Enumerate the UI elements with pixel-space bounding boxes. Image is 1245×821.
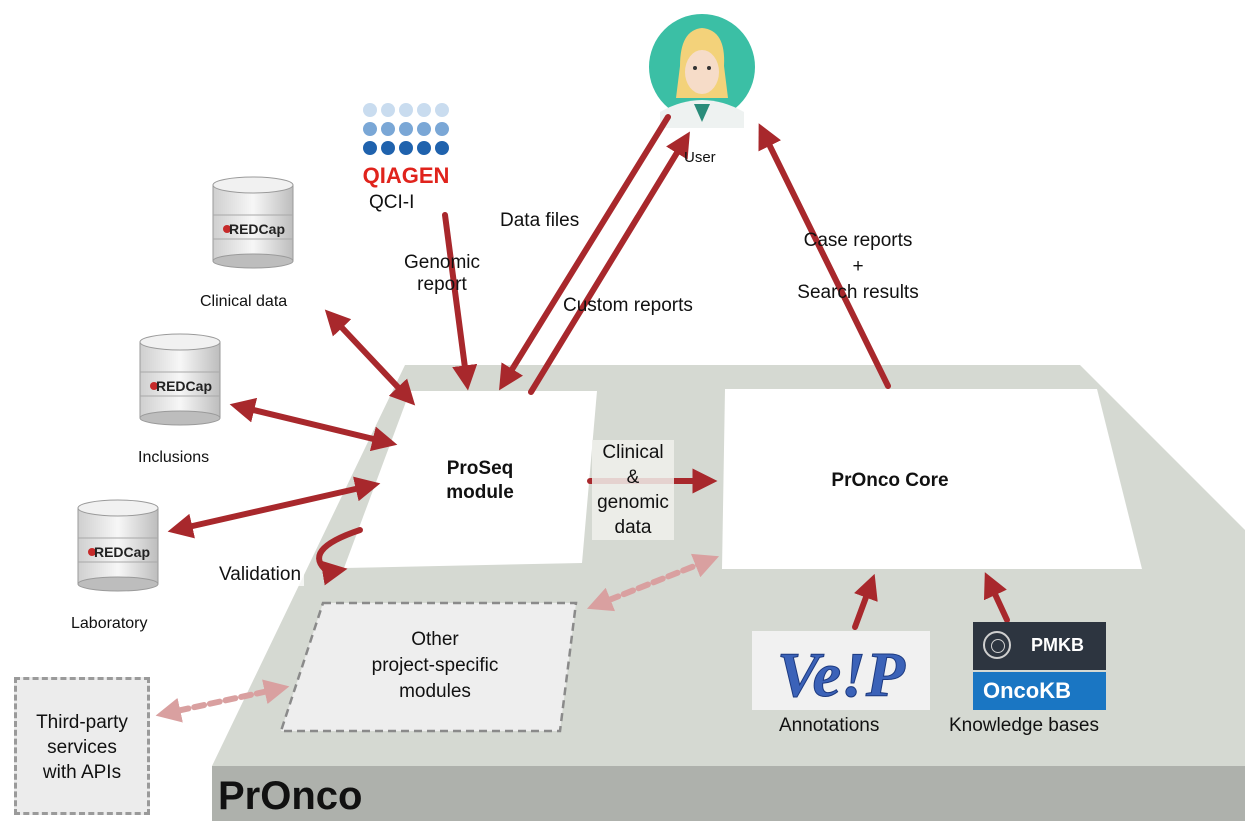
arrow-third-party	[155, 679, 290, 723]
custom-reports-label: Custom reports	[563, 295, 693, 316]
oncokb-logo: OncoKB	[973, 672, 1106, 710]
arrow-knowledge-bases	[983, 572, 1010, 623]
arrow-other-modules-core	[586, 553, 720, 612]
svg-text:Ve!P: Ve!P	[777, 639, 906, 710]
pronco-core-title: PrOnco Core	[831, 470, 949, 491]
other-modules-box	[279, 601, 578, 733]
arrow-validation	[316, 527, 363, 586]
user-label: User	[684, 149, 716, 166]
arrow-custom-reports	[528, 131, 690, 395]
laboratory-label: Laboratory	[71, 615, 148, 632]
data-files-label: Data files	[500, 210, 580, 231]
seal-icon	[983, 631, 1011, 659]
arrow-case-reports	[758, 123, 891, 389]
annotations-label: Annotations	[779, 715, 880, 736]
case-reports-label: Case reports+Search results	[797, 230, 919, 303]
arrow-inclusions	[229, 397, 398, 452]
arrow-clinical-data	[324, 309, 416, 406]
clinical-data-label: Clinical data	[200, 293, 288, 310]
arrow-genomic-report	[442, 212, 478, 391]
svg-text:REDCap: REDCap	[156, 378, 212, 394]
arrow-user-data-files	[499, 114, 671, 391]
user-avatar	[649, 14, 755, 128]
knowledge-bases-label: Knowledge bases	[949, 715, 1099, 736]
pmkb-logo: PMKB	[973, 622, 1106, 670]
vep-logo: Ve!P	[752, 631, 930, 711]
qiagen-logo: QIAGEN	[363, 103, 450, 188]
platform-base	[212, 766, 1245, 821]
arrow-annotations	[852, 573, 878, 630]
qci-label: QCI-I	[369, 192, 415, 213]
pronco-core-box	[722, 389, 1142, 569]
proseq-module-box	[344, 391, 597, 568]
svg-text:QIAGEN: QIAGEN	[363, 163, 450, 188]
redcap-inclusions-db: REDCap	[139, 333, 221, 426]
inclusions-label: Inclusions	[138, 449, 210, 466]
svg-text:REDCap: REDCap	[229, 221, 285, 237]
redcap-laboratory-db: REDCap	[77, 499, 159, 592]
redcap-clinical-db: REDCap	[212, 176, 294, 269]
platform-title: PrOnco	[218, 774, 363, 818]
validation-label: Validation	[216, 564, 305, 586]
svg-text:REDCap: REDCap	[94, 544, 150, 560]
arrow-laboratory	[167, 476, 381, 539]
